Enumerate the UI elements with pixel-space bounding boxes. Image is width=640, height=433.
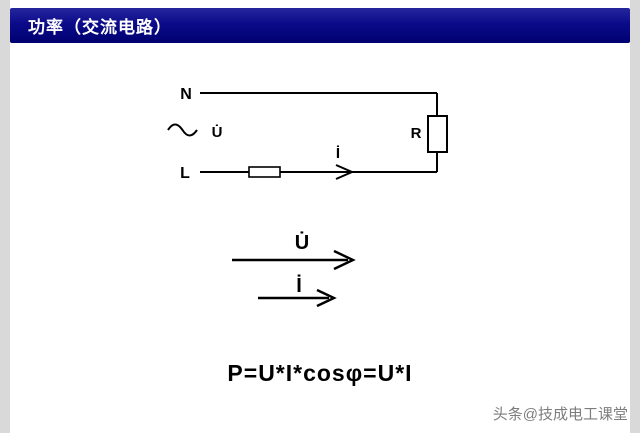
slide-title: 功率（交流电路） <box>28 18 172 37</box>
circuit-diagram <box>167 92 448 180</box>
source-voltage-label: U̇ <box>212 124 223 141</box>
power-formula: P=U*I*cosφ=U*I <box>227 360 413 386</box>
current-arrow-icon <box>335 164 355 180</box>
ac-source-icon <box>167 123 198 137</box>
slide-header: 功率（交流电路） <box>10 8 630 43</box>
phasor-arrows <box>232 249 356 308</box>
circuit-current-label: İ <box>336 145 340 162</box>
current-arrowhead-icon <box>316 288 337 308</box>
node-label-n: N <box>180 86 192 103</box>
resistor-symbol <box>427 115 448 153</box>
node-label-l: L <box>180 165 190 182</box>
right-border-strip <box>630 0 640 433</box>
left-border-strip <box>0 0 10 433</box>
fuse-symbol <box>248 166 281 178</box>
watermark: 头条@技成电工课堂 <box>492 406 628 423</box>
current-phasor-label: İ <box>296 274 302 297</box>
resistor-label: R <box>411 125 422 142</box>
voltage-arrowhead-icon <box>333 249 356 271</box>
voltage-phasor-label: U̇ <box>295 230 309 254</box>
